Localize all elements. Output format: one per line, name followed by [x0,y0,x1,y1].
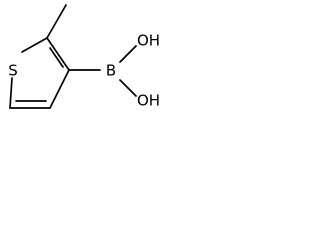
atom-boron-label: B [106,62,116,80]
bond-c2-c3-inner [49,47,64,68]
bond-b-oh-upper [119,45,137,63]
bond-b-oh-lower [119,79,137,97]
bond-c2-c3 [46,37,70,71]
bond-methyl [46,4,67,39]
bond-c3-c4 [49,69,70,109]
bond-c5-s [9,77,13,109]
atom-sulfur-label: S [8,62,18,80]
bond-s-c2 [21,37,48,53]
atom-hydroxyl-lower-label: OH [137,92,160,110]
chemical-structure: S B OH OH [8,4,160,110]
atom-hydroxyl-upper-label: OH [137,32,160,50]
